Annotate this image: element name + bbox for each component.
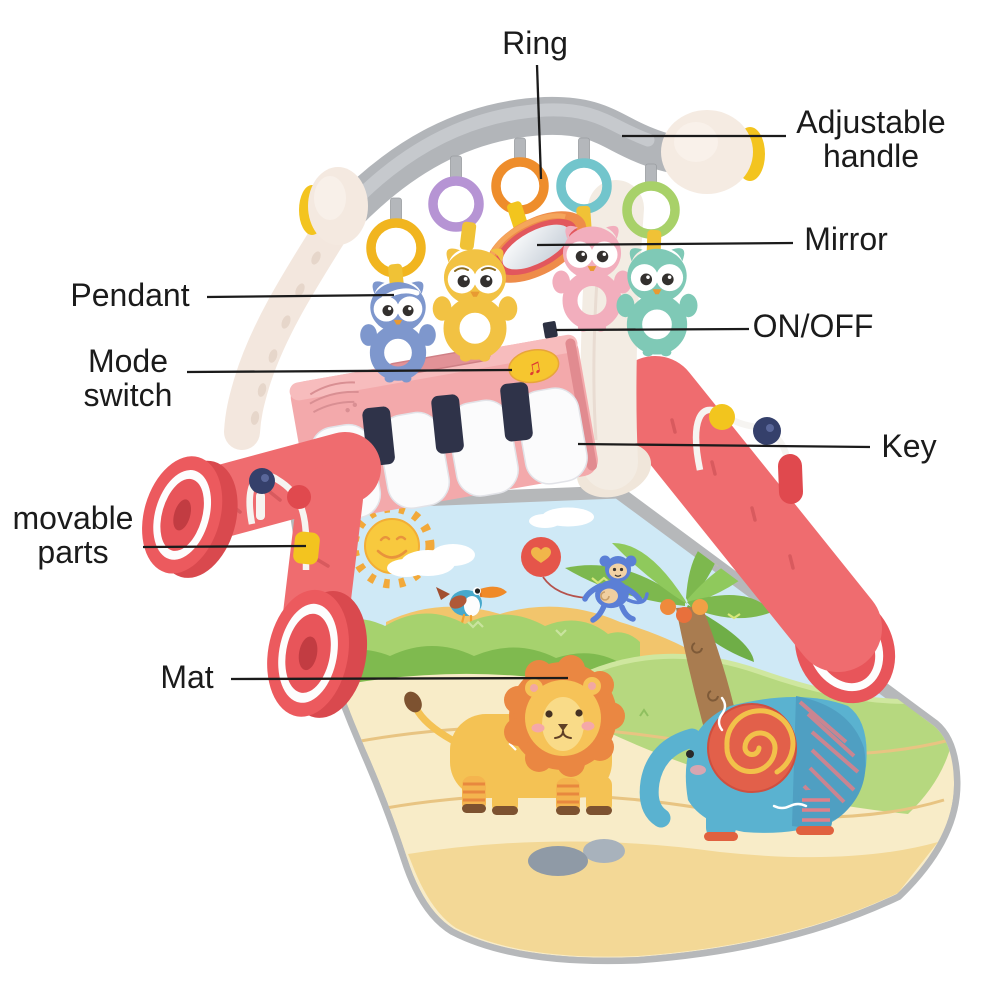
front-wheel-upper	[142, 456, 238, 578]
red-bead	[287, 485, 311, 509]
owl-brows	[454, 267, 496, 272]
callout-line-mode-switch	[186, 368, 513, 374]
label-pendant: Pendant	[70, 277, 190, 313]
lion-graphic	[404, 655, 625, 815]
toucan-graphic	[436, 586, 507, 626]
arch-leg-left	[224, 214, 348, 450]
callout-line-ring	[535, 64, 543, 180]
callout-lines	[142, 64, 871, 681]
label-adjustable-handle: Adjustable handle	[796, 104, 946, 174]
power-switch[interactable]	[542, 321, 558, 339]
label-ring: Ring	[502, 25, 568, 61]
callout-line-mat	[230, 676, 569, 681]
ring-purple[interactable]	[428, 176, 484, 232]
callout-line-on-off	[555, 327, 750, 332]
cloud-graphics	[387, 507, 594, 577]
label-mode-switch: Mode switch	[83, 343, 173, 413]
mirror-toy[interactable]	[474, 196, 597, 297]
navy-bead	[249, 468, 275, 494]
play-mat	[287, 485, 961, 965]
speaker-engraving	[309, 381, 359, 413]
owl-head-swoosh	[381, 288, 420, 301]
walker-left-leg	[142, 432, 381, 718]
label-mat: Mat	[160, 659, 214, 695]
rock-graphics	[528, 839, 625, 876]
walker-right-leg	[611, 356, 896, 704]
red-roller	[778, 454, 803, 504]
yellow-slider-bead	[293, 531, 320, 565]
monkey-graphic	[582, 555, 649, 623]
label-movable-parts: movable parts	[12, 500, 134, 570]
callout-line-mirror	[536, 241, 794, 247]
navy-bead	[753, 417, 781, 445]
black-key[interactable]	[431, 394, 465, 455]
piano-keys[interactable]	[304, 372, 590, 525]
callout-line-key	[577, 442, 871, 449]
yellow-bead	[709, 404, 735, 430]
elephant-graphic	[639, 696, 867, 841]
front-wheel-lower	[267, 589, 368, 718]
label-key: Key	[881, 428, 937, 464]
black-key[interactable]	[500, 382, 534, 443]
handle-assembly	[299, 96, 765, 245]
owl-pendants	[360, 226, 697, 383]
label-mirror: Mirror	[804, 221, 888, 257]
callout-line-pendant	[206, 293, 395, 299]
callout-line-movable-parts	[142, 544, 307, 549]
music-note-icon: ♫	[524, 355, 544, 380]
mat-dune-band	[408, 841, 938, 957]
bead-coaster-left	[246, 468, 320, 570]
label-on-off: ON/OFF	[752, 308, 874, 344]
pendant-strap	[459, 221, 477, 251]
